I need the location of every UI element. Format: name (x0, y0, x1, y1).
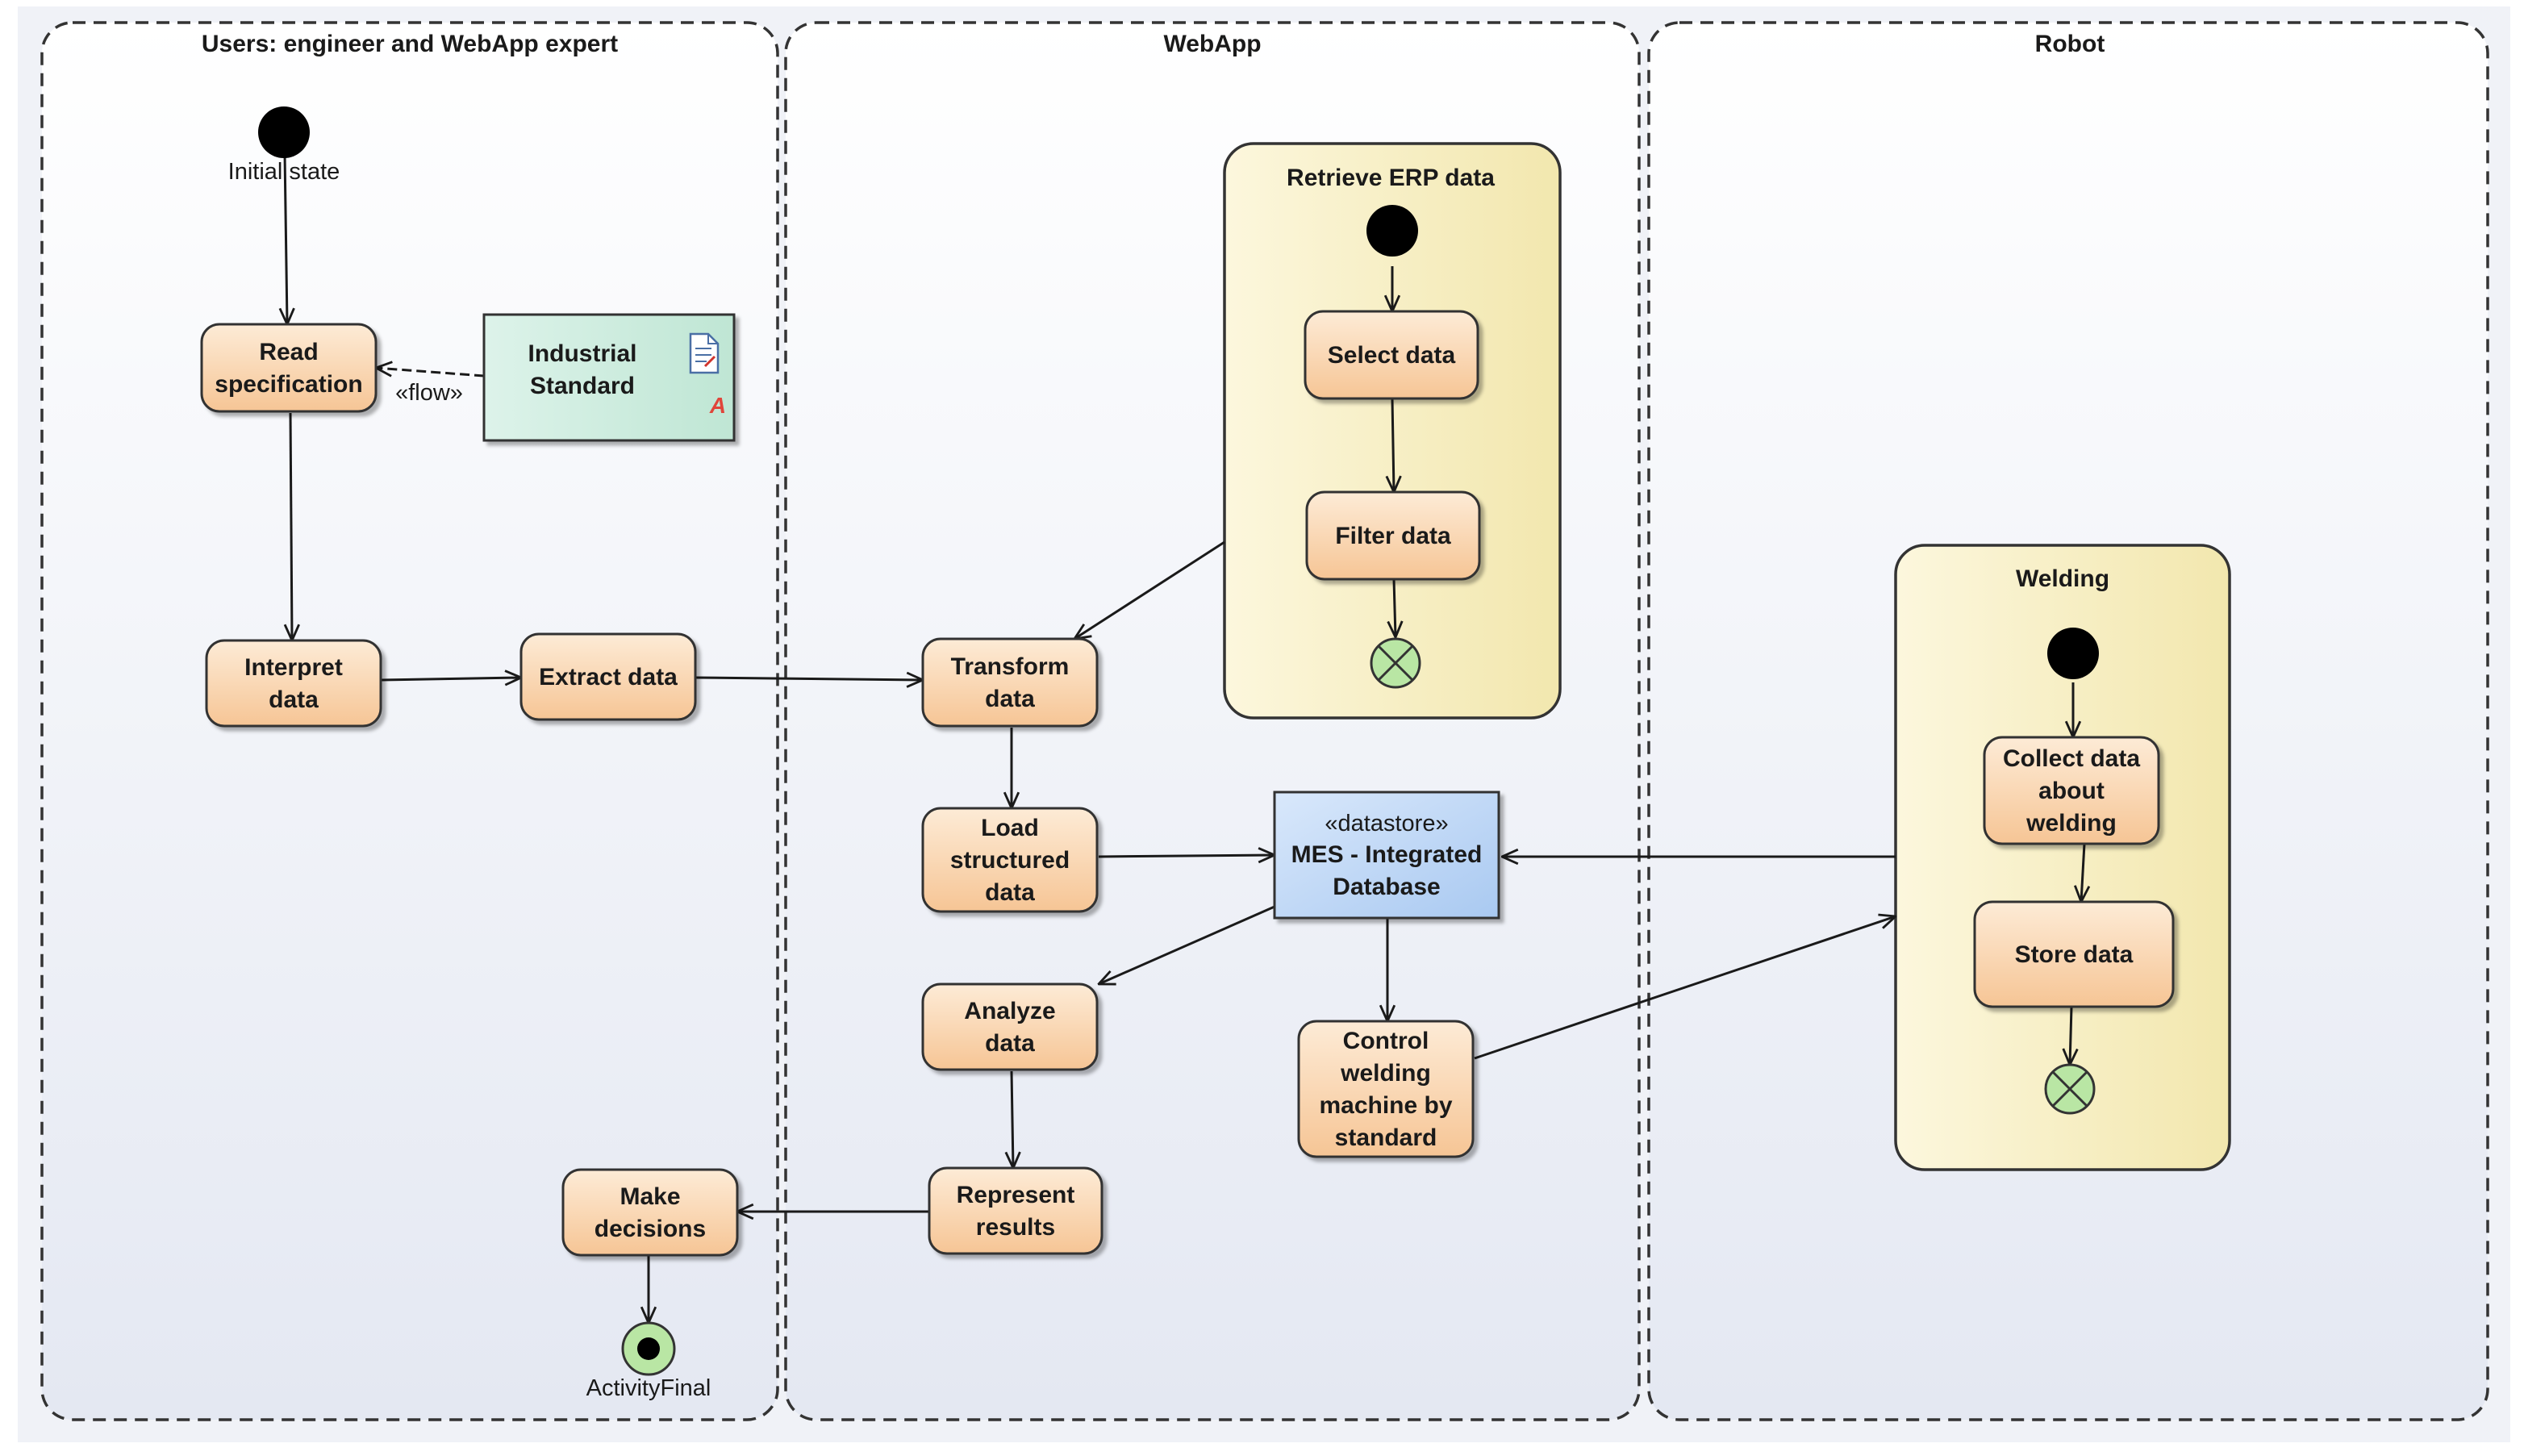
lane-title-webapp: WebApp (1163, 31, 1261, 57)
welding-flow-final-node (2044, 1063, 2096, 1115)
activity-select-data-label: Select data (1328, 342, 1456, 369)
activity-extract-data[interactable]: Extract data (519, 632, 697, 721)
activity-final-node: ActivityFinal (586, 1321, 711, 1401)
edge-extract-transform (695, 678, 923, 680)
document-icon (689, 332, 720, 374)
region-title-welding: Welding (2016, 565, 2109, 592)
edge-initial-read (285, 152, 287, 324)
activity-final-label: ActivityFinal (586, 1375, 711, 1401)
activity-store-data-label: Store data (2015, 941, 2134, 968)
edge-select-filter (1392, 398, 1394, 492)
edge-analyze-represent (1012, 1070, 1013, 1168)
region-title-erp: Retrieve ERP data (1287, 165, 1495, 191)
erp-initial-node (1366, 205, 1418, 257)
activity-store-data[interactable]: Store data (1973, 900, 2175, 1008)
edge-collect-store (2081, 843, 2084, 902)
edge-datastore-analyze (1099, 905, 1275, 984)
activity-filter-data-label: Filter data (1335, 523, 1451, 549)
lane-title-users: Users: engineer and WebApp expert (202, 31, 618, 57)
edges (285, 152, 2084, 1323)
erp-flow-final-node (1370, 637, 1421, 689)
edge-filter-final (1394, 578, 1396, 637)
datastore-stereotype: «datastore» (1325, 811, 1448, 836)
activity-extract-data-label: Extract data (539, 664, 678, 690)
edge-erp-transform (1074, 540, 1225, 639)
edge-read-interpret (290, 412, 292, 640)
lane-title-robot: Robot (2035, 31, 2105, 57)
edge-control-welding (1474, 916, 1896, 1060)
edge-store-final (2070, 1006, 2071, 1065)
initial-node-label: Initial state (228, 159, 340, 185)
region-welding: Welding (1894, 544, 2231, 1171)
artifact-badge: A (709, 393, 726, 418)
edge-interpret-extract (380, 678, 521, 680)
flow-label: «flow» (395, 380, 463, 406)
initial-node: Initial state (228, 106, 340, 185)
edge-flow-standard-read (376, 368, 485, 376)
welding-initial-node (2047, 628, 2099, 679)
edge-load-datastore (1098, 855, 1275, 857)
activity-filter-data[interactable]: Filter data (1305, 490, 1481, 581)
activity-select-data[interactable]: Select data (1304, 310, 1479, 400)
